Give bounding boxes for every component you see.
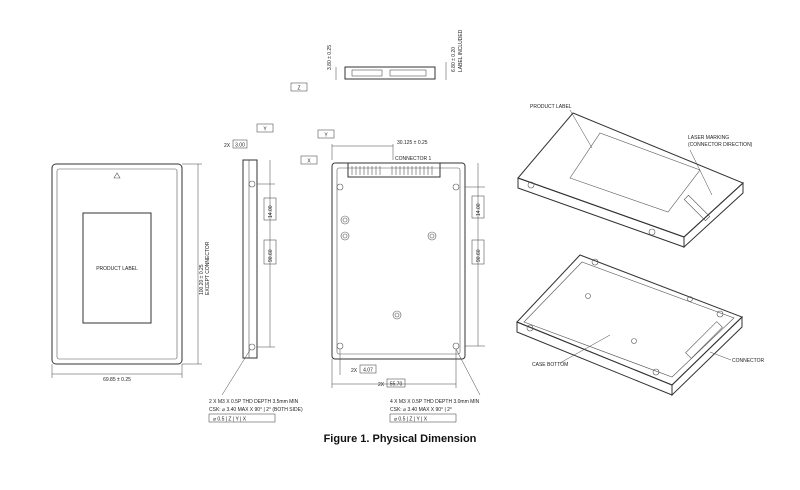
dim-conn-offset: 30.125 ± 0.25 [397, 140, 428, 146]
dim-bottom-2: 90.60 [476, 249, 482, 262]
side-fcf-frame [208, 413, 276, 423]
side-note-line2: CSK: ⌀ 3.40 MAX X 90° | 2° (BOTH SIDE) [209, 407, 303, 413]
iso-bottom-connector [685, 321, 723, 359]
dim-bottom-4: 55.70 [390, 382, 403, 388]
connector-label: CONNECTOR [732, 358, 765, 364]
dim-side-top-mult: 2X [224, 143, 231, 149]
bottom-notes: 4 X M3 X 0.5P THD DEPTH 3.0mm MIN CSK: ⌀… [389, 399, 480, 423]
side-hole-bottom [248, 343, 256, 351]
bottom-hole-4 [392, 310, 402, 320]
front-view: PRODUCT LABEL 69.85 ± 0.25 100.20 ± 0.25… [51, 163, 211, 383]
dim-bottom-mult-b: 2X [378, 382, 385, 388]
dim-width: 69.85 ± 0.25 [103, 377, 131, 383]
datum-label-bottom-x: X [307, 159, 311, 165]
top-view-body [344, 66, 436, 80]
datum-label-side: Y [263, 127, 267, 133]
bottom-fcf-frame [389, 413, 457, 423]
top-view-connector-a [351, 69, 383, 77]
dim-side-top: 3.00 [235, 143, 245, 149]
figure-caption: Figure 1. Physical Dimension [323, 433, 477, 445]
dim-side-2: 90.60 [268, 249, 274, 262]
side-note-fcf: ⌀ 0.5 | Z | Y | X [213, 417, 247, 423]
dim-bottom-mult-a: 2X [351, 368, 358, 374]
bottom-hole-3 [340, 231, 350, 241]
iso-product-label-area [569, 132, 701, 213]
iso-connector-edge [683, 194, 711, 222]
dim-bottom-3: 4.07 [363, 368, 373, 374]
laser-marking-label: LASER MARKING [688, 135, 729, 141]
side-view: Y 2X 3.00 14.00 90.60 [221, 123, 277, 396]
datum-box-bottom-y [317, 129, 335, 139]
datum-label-bottom-y: Y [324, 133, 328, 139]
bottom-hole-2 [427, 231, 437, 241]
bottom-note-fcf: ⌀ 0.5 | Z | Y | X [394, 417, 428, 423]
side-note-line1: 2 X M3 X 0.5P THD DEPTH 3.5mm MIN [209, 399, 299, 405]
side-view-outline [242, 159, 258, 359]
bottom-note-line1: 4 X M3 X 0.5P THD DEPTH 3.0mm MIN [390, 399, 480, 405]
iso-product-label: PRODUCT LABEL [530, 104, 572, 110]
bottom-view-outline [331, 162, 466, 360]
dim-top-height: 6.80 ± 0.20 [451, 47, 457, 72]
bottom-hole-1 [340, 215, 350, 225]
triangle-mark-icon [113, 172, 121, 179]
side-hole-top [248, 180, 256, 188]
datum-label-top: Z [297, 86, 300, 92]
side-notes: 2 X M3 X 0.5P THD DEPTH 3.5mm MIN CSK: ⌀… [208, 399, 303, 423]
top-view-connector-b [389, 69, 427, 77]
dim-bottom-1: 14.00 [476, 203, 482, 216]
dim-length: 100.20 ± 0.25 [199, 264, 205, 295]
case-bottom-label: CASE BOTTOM [532, 362, 568, 368]
front-product-label-area [82, 212, 152, 324]
dim-side-1: 14.00 [268, 205, 274, 218]
datum-box-bottom-x [300, 155, 318, 165]
bottom-connector [347, 162, 441, 178]
connector-1-label: CONNECTOR 1 [395, 156, 432, 162]
datum-box-top [290, 82, 308, 92]
bottom-view: CONNECTOR 1 30.125 ± 0.25 Y X 14.00 90.6… [300, 129, 485, 396]
front-view-outline [51, 163, 183, 365]
front-product-label: PRODUCT LABEL [96, 266, 138, 272]
datum-box-side [256, 123, 274, 133]
bottom-note-line2: CSK: ⌀ 3.40 MAX X 90° | 2° [390, 407, 452, 413]
dim-length-note: EXCEPT CONNECTOR [205, 241, 211, 295]
connector-direction-label: (CONNECTOR DIRECTION) [688, 142, 753, 148]
dim-top-height-2: 3.80 ± 0.25 [327, 45, 333, 70]
top-edge-view: Z 3.80 ± 0.25 6.80 ± 0.20 LABEL INCLUDED [290, 29, 464, 92]
iso-view-top: PRODUCT LABEL LASER MARKING (CONNECTOR D… [517, 104, 753, 249]
dim-top-height-note: LABEL INCLUDED [458, 29, 464, 72]
iso-view-bottom: CASE BOTTOM CONNECTOR [516, 254, 765, 397]
